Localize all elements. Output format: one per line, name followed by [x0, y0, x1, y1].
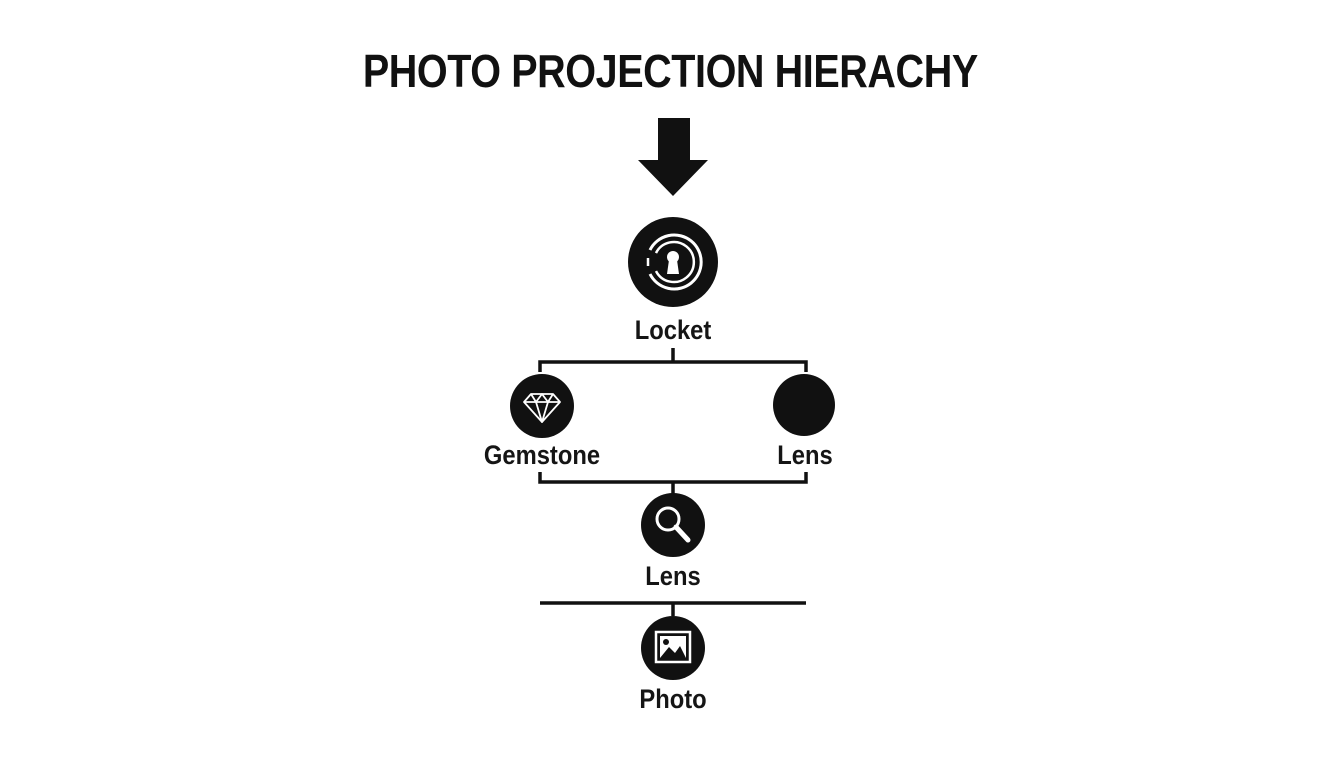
magnifier-icon — [641, 493, 705, 557]
down-arrow-icon — [638, 118, 708, 196]
keyhole-icon — [628, 217, 718, 307]
node-label-lens-right: Lens — [777, 440, 833, 470]
node-label-photo: Photo — [639, 684, 707, 714]
diamond-icon — [510, 374, 574, 438]
node-label-lens-center: Lens — [645, 561, 701, 591]
diagram-title: PHOTO PROJECTION HIERACHY — [362, 45, 978, 97]
connector-lines — [538, 348, 808, 616]
node-label-locket: Locket — [634, 315, 712, 345]
solid-circle-icon — [773, 374, 835, 436]
picture-icon — [641, 616, 705, 680]
node-label-gemstone: Gemstone — [483, 440, 601, 470]
